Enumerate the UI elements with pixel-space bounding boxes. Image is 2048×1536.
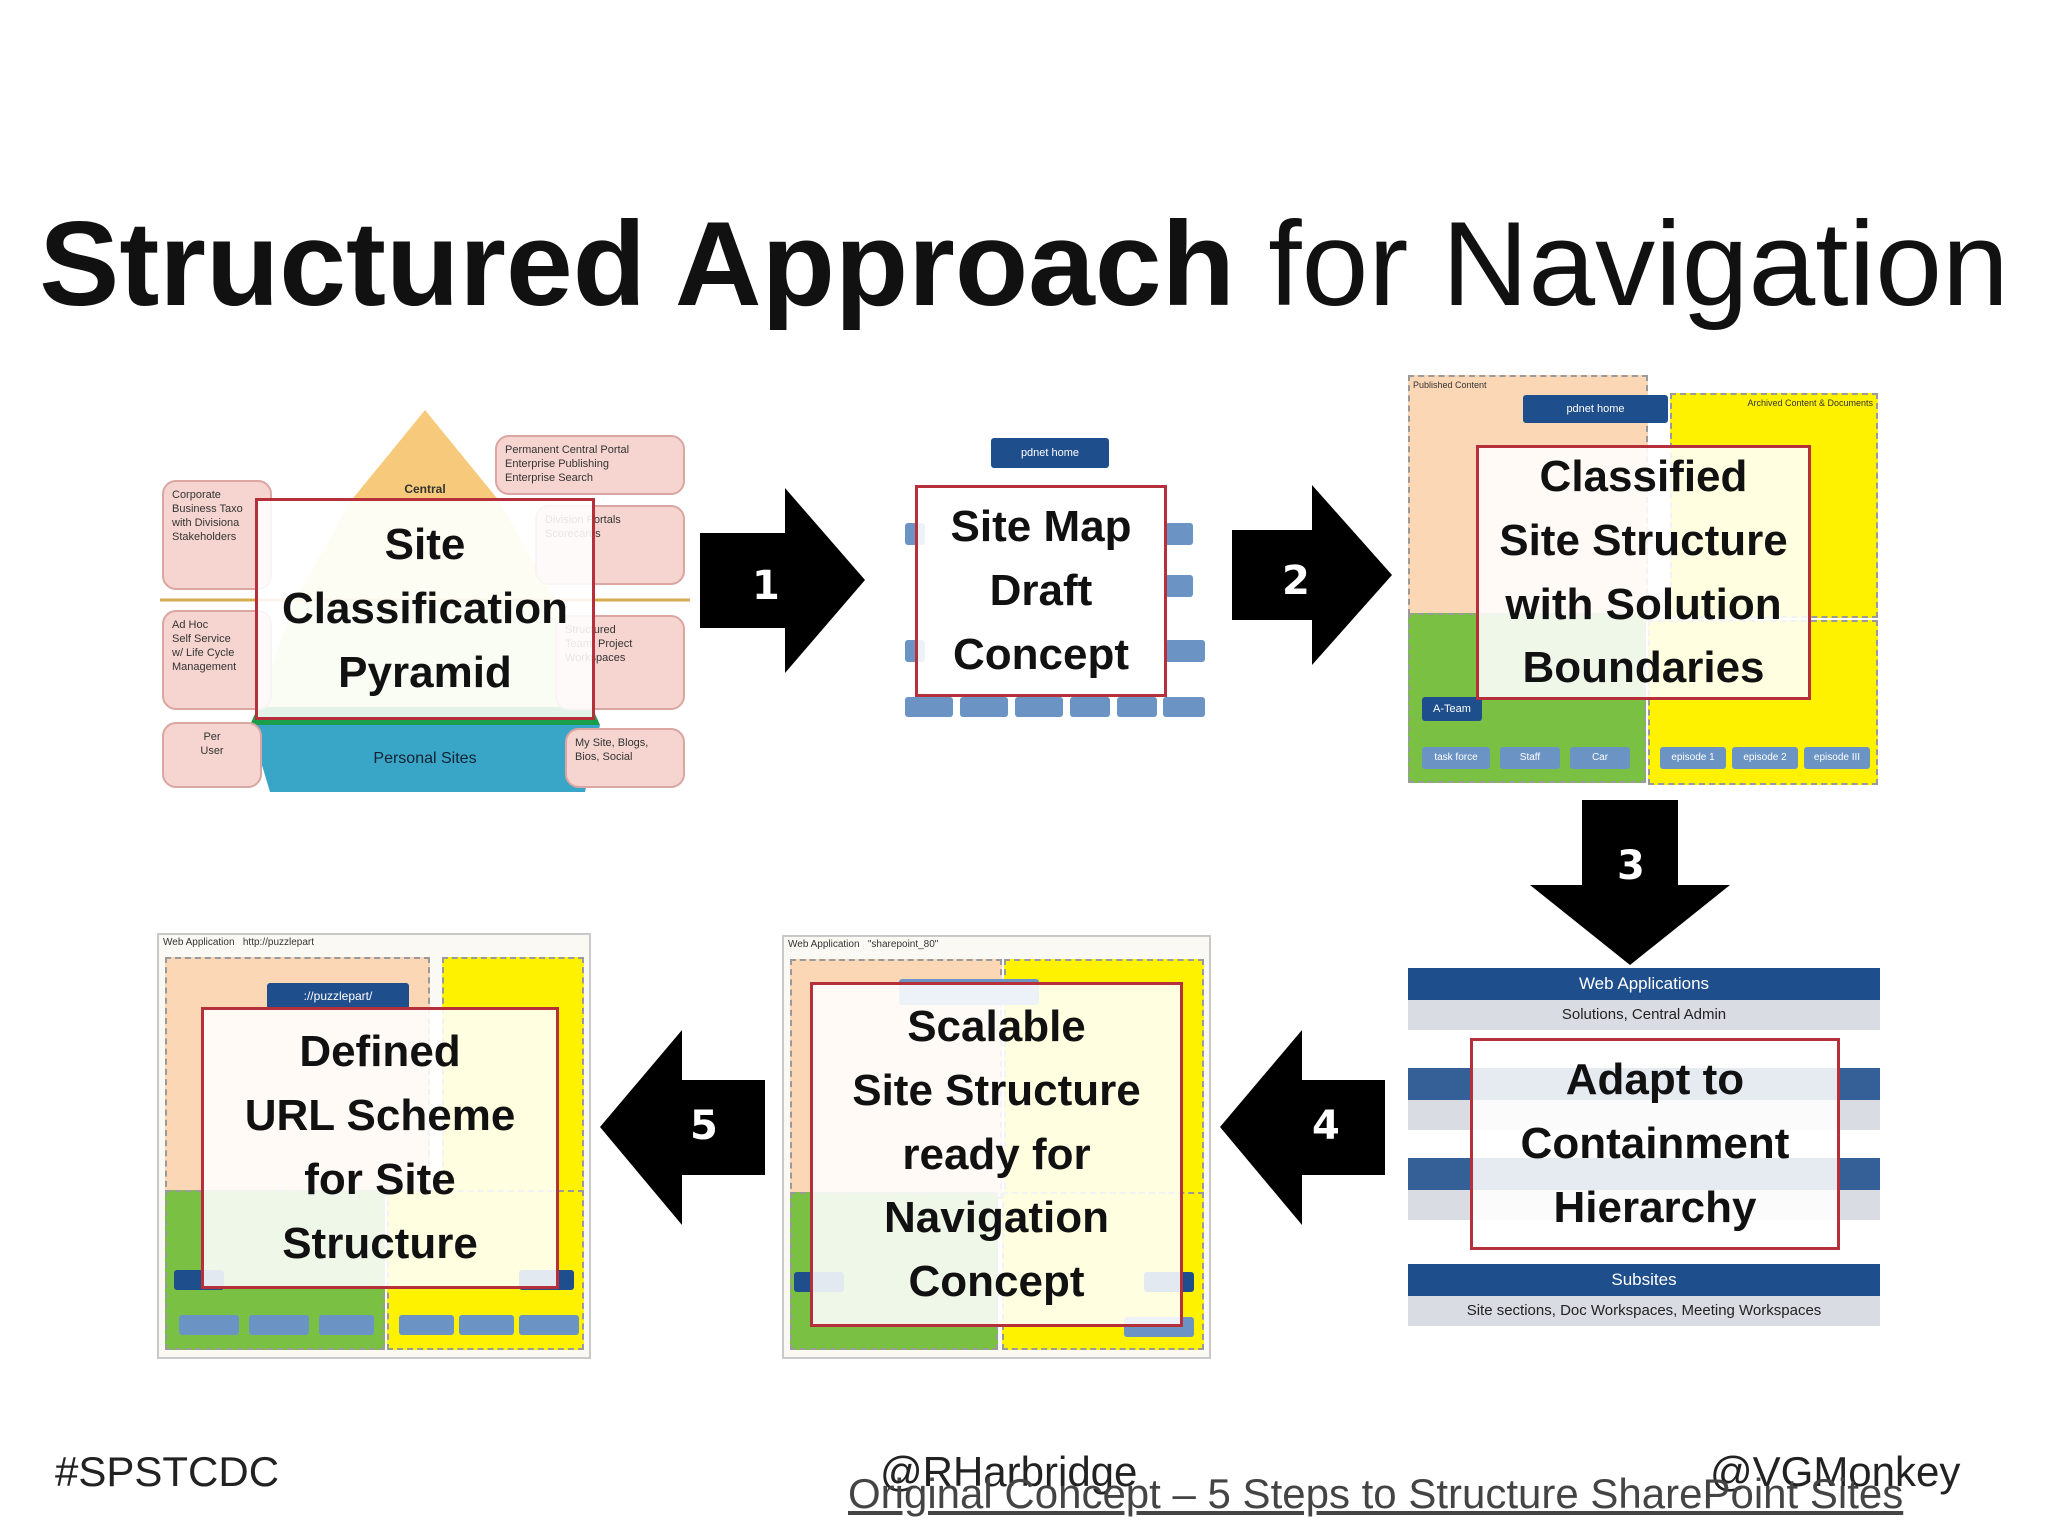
title-rest: for Navigation (1234, 197, 2009, 331)
pyramid-left-box-2: Ad Hoc Self Service w/ Life Cycle Manage… (162, 610, 272, 710)
step-number-4: 4 (1312, 1103, 1340, 1149)
step-number-2: 2 (1282, 558, 1310, 604)
step-number-5: 5 (690, 1103, 718, 1149)
pyramid-left-box-1: Corporate Business Taxo with Divisiona S… (162, 480, 272, 590)
url-node (399, 1315, 454, 1335)
step-arrow-4 (1220, 1030, 1385, 1225)
pyramid-base (250, 725, 600, 792)
step-arrow-5 (600, 1030, 765, 1225)
classified-node: episode III (1804, 747, 1870, 769)
url-node (319, 1315, 374, 1335)
band-subsites-sub: Site sections, Doc Workspaces, Meeting W… (1408, 1296, 1880, 1326)
url-node (519, 1315, 579, 1335)
title-bold: Structured Approach (39, 197, 1235, 331)
classified-node: Staff (1500, 747, 1560, 769)
classified-panel: Published Content Archived Content & Doc… (1408, 375, 1878, 785)
sitemap-root-node: pdnet home (991, 438, 1109, 468)
pyramid-right-box-1: Permanent Central Portal Enterprise Publ… (495, 435, 685, 495)
url-panel: Web Application http://puzzlepart ://puz… (157, 933, 591, 1359)
pyramid-overlay: Site Classification Pyramid (255, 498, 595, 720)
pyramid-tier-central: Central (404, 482, 446, 496)
step-arrow-1 (700, 488, 865, 673)
hierarchy-panel: Web Applications Solutions, Central Admi… (1408, 968, 1880, 1328)
band-web-applications-sub: Solutions, Central Admin (1408, 1000, 1880, 1030)
scalable-header: Web Application "sharepoint_80" (788, 939, 939, 950)
pyramid-left-box-3: Per User (162, 722, 262, 788)
url-overlay: Defined URL Scheme for Site Structure (201, 1007, 559, 1289)
zone-published-label: Published Content (1413, 380, 1487, 390)
pyramid-panel: Corporate Business Taxo with Divisiona S… (160, 410, 690, 795)
sitemap-node (1165, 523, 1193, 545)
slide-title: Structured Approach for Navigation (0, 195, 2048, 333)
url-node (459, 1315, 514, 1335)
zone-archived-label: Archived Content & Documents (1747, 398, 1873, 408)
pyramid-right-box-4: My Site, Blogs, Bios, Social (565, 728, 685, 788)
sitemap-node (1163, 697, 1205, 717)
url-node (249, 1315, 309, 1335)
step-number-1: 1 (752, 563, 780, 609)
url-node (179, 1315, 239, 1335)
scalable-overlay: Scalable Site Structure ready for Naviga… (810, 982, 1183, 1327)
sitemap-panel: pdnet home Site Map Draft Concept (905, 435, 1210, 725)
footer-handle-left: @RHarbridge (880, 1448, 1138, 1495)
sitemap-node (1165, 575, 1193, 597)
hierarchy-overlay: Adapt to Containment Hierarchy (1470, 1038, 1840, 1250)
pyramid-top (350, 410, 500, 502)
step-arrow-3 (1530, 800, 1730, 965)
url-header: Web Application http://puzzlepart (163, 937, 315, 948)
step-arrow-2 (1232, 485, 1392, 665)
classified-root-node: pdnet home (1523, 395, 1668, 423)
sitemap-node (1070, 697, 1110, 717)
classified-team-node: A-Team (1422, 697, 1482, 721)
url-root-node: ://puzzlepart/ (267, 983, 409, 1009)
classified-node: Car (1570, 747, 1630, 769)
pyramid-tier-personal: Personal Sites (373, 750, 477, 767)
step-number-3: 3 (1617, 843, 1645, 889)
band-subsites: Subsites (1408, 1264, 1880, 1296)
band-web-applications: Web Applications (1408, 968, 1880, 1000)
sitemap-overlay: Site Map Draft Concept (915, 485, 1167, 697)
classified-node: episode 2 (1732, 747, 1798, 769)
sitemap-node (960, 697, 1008, 717)
sitemap-node (1117, 697, 1157, 717)
footer-handle-right: @VGMonkey (1710, 1448, 1961, 1495)
classified-node: task force (1422, 747, 1490, 769)
footer-concept-link[interactable]: Original Concept – 5 Steps to Structure … (848, 1470, 1904, 1517)
footer-hashtag: #SPSTCDC (55, 1448, 280, 1495)
sitemap-node (1015, 697, 1063, 717)
classified-node: episode 1 (1660, 747, 1726, 769)
sitemap-node (1165, 640, 1205, 662)
sitemap-node (905, 697, 953, 717)
classified-overlay: Classified Site Structure with Solution … (1476, 445, 1811, 700)
scalable-panel: Web Application "sharepoint_80" Scalable… (782, 935, 1211, 1359)
